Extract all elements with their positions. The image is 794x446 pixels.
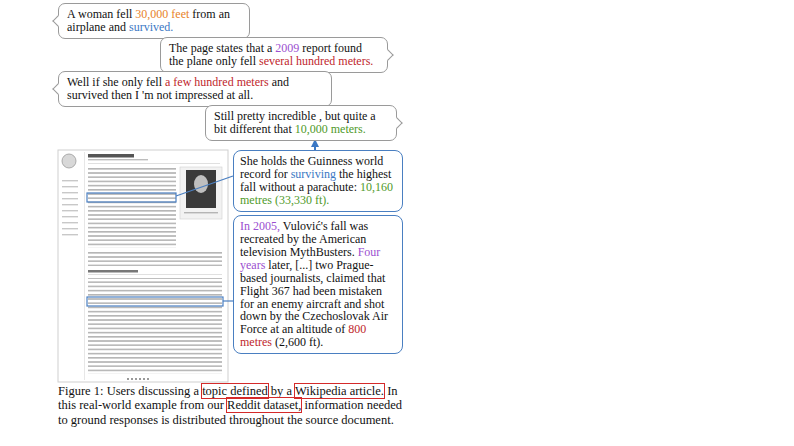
node-text: She holds the Guinness world record for … xyxy=(240,155,396,207)
evidence-box: In 2005, Vulović's fall was recreated by… xyxy=(233,215,403,355)
highlight-word: Four years xyxy=(240,245,380,272)
highlight-word: surviving xyxy=(291,167,336,181)
highlight-word: (33,330 ft). xyxy=(275,193,329,207)
node-text: The page states that a 2009 report found… xyxy=(169,42,379,68)
figure-caption: Figure 1: Users discussing a topic defin… xyxy=(58,384,406,427)
speech-bubble: The page states that a 2009 report found… xyxy=(160,37,388,73)
node-text: Still pretty incredible , but quite a bi… xyxy=(214,110,388,136)
highlight-word: 800 metres xyxy=(240,322,366,349)
highlight-word: a few hundred meters xyxy=(165,75,269,89)
node-text: In 2005, Vulović's fall was recreated by… xyxy=(240,220,396,350)
highlight-word: several hundred meters. xyxy=(259,54,373,68)
boxed-term: Wikipedia article. xyxy=(295,384,384,398)
speech-bubble: A woman fell 30,000 feet from an airplan… xyxy=(58,3,250,39)
speech-bubble: Still pretty incredible , but quite a bi… xyxy=(205,105,397,141)
speech-bubble: Well if she only fell a few hundred mete… xyxy=(58,71,332,107)
node-text: A woman fell 30,000 feet from an airplan… xyxy=(67,8,241,34)
highlight-word: survived. xyxy=(129,20,173,34)
highlight-word: 2009 xyxy=(275,41,299,55)
highlight-word: 10,000 meters. xyxy=(295,122,366,136)
arrow-connector xyxy=(314,141,316,150)
evidence-box: She holds the Guinness world record for … xyxy=(233,150,403,212)
boxed-term: Reddit dataset, xyxy=(227,398,301,412)
node-text: Well if she only fell a few hundred mete… xyxy=(67,76,323,102)
highlight-word: In 2005, xyxy=(240,219,280,233)
highlight-word: 30,000 feet xyxy=(135,7,189,21)
boxed-term: topic defined xyxy=(202,384,268,398)
